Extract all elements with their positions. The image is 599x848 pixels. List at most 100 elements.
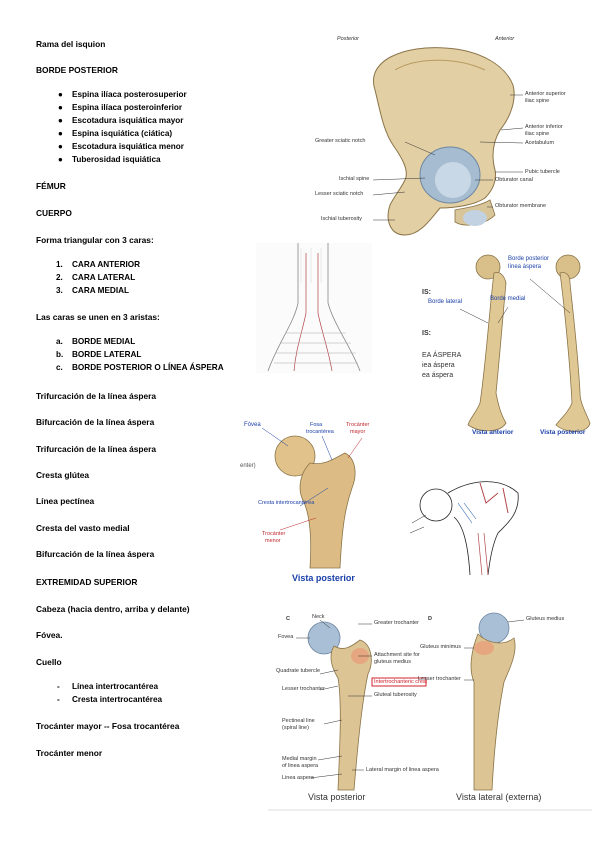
label-aiis-2: iliac spine: [525, 131, 550, 137]
list-item: CARA MEDIAL: [72, 286, 130, 295]
femur-borders-figure: IS: IS: EA ÁSPERA iea áspera ea áspera B…: [420, 243, 592, 439]
label-is-1: IS:: [422, 289, 431, 296]
label-ea-3: ea áspera: [422, 372, 454, 379]
label-acetabulum: Acetabulum: [525, 140, 555, 146]
dash-marker: -: [57, 682, 60, 691]
list-item: CARA ANTERIOR: [72, 260, 141, 269]
label-trocanter-mayor-2: mayor: [350, 429, 366, 435]
femur-views-figure: C D Neck Fovea Greater trochanter Attach…: [268, 612, 592, 812]
label-is-2: IS:: [422, 330, 431, 337]
femur-views-drawing: [268, 612, 592, 811]
text-trocanter-menor: Trocánter menor: [36, 748, 103, 758]
hip-bone-drawing: [372, 47, 524, 236]
label-fosa: Fosa: [310, 422, 323, 428]
label-ischial-tuberosity: Ischial tuberosity: [321, 216, 362, 222]
label-trocanter-mayor: Trocánter: [346, 422, 370, 428]
label-gluteal-tuberosity: Gluteal tuberosity: [374, 692, 417, 698]
label-borde-medial: Borde medial: [490, 296, 526, 302]
text-rama-isquion: Rama del isquion: [36, 39, 106, 49]
list-item: Espina ilíaca posterosuperior: [72, 90, 187, 99]
label-c: C: [286, 616, 290, 622]
label-linea-aspera: Linea aspera: [282, 775, 314, 781]
label-borde-posterior: Borde posterior: [508, 256, 550, 262]
label-asis-2: iliac spine: [525, 98, 550, 104]
list-item: Escotadura isquiática mayor: [72, 116, 184, 125]
label-medial-margin: Medial margin: [282, 756, 317, 762]
heading-cuerpo: CUERPO: [36, 208, 72, 218]
label-fosa-trocanterea: trocantérea: [306, 429, 334, 435]
text-fovea: Fóvea.: [36, 630, 63, 640]
text-cuello: Cuello: [36, 657, 62, 667]
list-marker: 2.: [56, 273, 63, 282]
text-cabeza: Cabeza (hacia dentro, arriba y delante): [36, 604, 190, 614]
list-marker: a.: [56, 337, 63, 346]
label-side-fragment: enter): [240, 463, 256, 469]
label-d: D: [428, 616, 432, 622]
hip-bone-figure: Posterior Anterior Anterior superior ili…: [305, 30, 593, 242]
label-trocanter-menor: Trocánter: [262, 531, 286, 537]
label-gluteus-minimus: Gluteus minimus: [420, 644, 461, 650]
label-pubic-tubercle: Pubic tubercle: [525, 169, 560, 175]
text-linea-pectinea: Línea pectínea: [36, 496, 95, 506]
label-fovea: Fóvea: [244, 422, 261, 428]
bullet-marker: ●: [58, 155, 63, 164]
label-lesser-trochanter-d: Lesser trochanter: [418, 676, 461, 682]
caption-vista-lateral-d: Vista lateral (externa): [456, 792, 542, 802]
label-lateral-margin: Lateral margin of linea aspera: [366, 767, 439, 773]
label-aiis: Anterior inferior: [525, 124, 563, 130]
caption-vista-posterior-c: Vista posterior: [308, 792, 366, 802]
label-attachment-2: gluteus medius: [374, 659, 411, 665]
label-ea-1: EA ÁSPERA: [422, 352, 462, 359]
text-cresta-vasto: Cresta del vasto medial: [36, 523, 130, 533]
label-anterior: Anterior: [495, 36, 515, 42]
heading-extremidad-superior: EXTREMIDAD SUPERIOR: [36, 577, 138, 587]
text-cresta-glutea: Cresta glútea: [36, 470, 90, 480]
list-item: Cresta intertrocantérea: [72, 695, 163, 704]
list-item: Línea intertrocantérea: [72, 682, 158, 691]
bullet-marker: ●: [58, 90, 63, 99]
heading-borde-posterior: BORDE POSTERIOR: [36, 65, 118, 75]
list-item: Espina isquiática (ciática): [72, 129, 173, 138]
text-trifurcacion-2: Trifurcación de la línea áspera: [36, 444, 157, 454]
label-intertrochanteric-crest: Intertrochanteric crest: [374, 679, 428, 685]
label-trocanter-menor-2: menor: [265, 538, 281, 544]
label-greater-sciatic-notch: Greater sciatic notch: [315, 138, 366, 144]
heading-femur: FÉMUR: [36, 181, 66, 191]
text-bifurcacion-1: Bifurcación de la línea áspera: [36, 417, 155, 427]
bullet-marker: ●: [58, 129, 63, 138]
label-cresta-intertrocanterea: Cresta intertrocantérea: [258, 500, 315, 506]
bullet-marker: ●: [58, 116, 63, 125]
proximal-femur-sketch-drawing: [409, 481, 519, 575]
list-item: Tuberosidad isquiática: [72, 155, 161, 164]
caption-vista-posterior: Vista posterior: [540, 429, 586, 436]
label-obturator-membrane: Obturator membrane: [495, 203, 547, 209]
label-medial-margin-2: of linea aspera: [282, 763, 319, 769]
text-forma-triangular: Forma triangular con 3 caras:: [36, 235, 154, 245]
text-caras-aristas: Las caras se unen en 3 aristas:: [36, 312, 160, 322]
caption-vista-anterior: Vista anterior: [472, 429, 514, 436]
linea-aspera-drawing: [256, 243, 372, 373]
proximal-femur-drawing: [261, 427, 363, 569]
list-marker: 1.: [56, 260, 63, 269]
label-gluteus-medius: Gluteus medius: [526, 616, 565, 622]
text-trifurcacion-1: Trifurcación de la línea áspera: [36, 391, 157, 401]
label-lesser-trochanter: Lesser trochanter: [282, 686, 325, 692]
label-linea-aspera: línea áspera: [508, 264, 542, 270]
list-marker: 3.: [56, 286, 63, 295]
label-attachment: Attachment site for: [374, 652, 420, 658]
label-quadrate-tubercle: Quadrate tubercle: [276, 668, 321, 674]
text-trocanter-mayor: Trocánter mayor -- Fosa trocantérea: [36, 721, 180, 731]
list-item: BORDE MEDIAL: [72, 337, 136, 346]
list-marker: c.: [56, 363, 63, 372]
label-fovea-en: Fovea: [278, 634, 294, 640]
femur-pair-drawing: [459, 254, 591, 432]
label-pectineal-line: Pectineal line: [282, 718, 315, 724]
text-bifurcacion-2: Bifurcación de la línea áspera: [36, 549, 155, 559]
bullet-marker: ●: [58, 142, 63, 151]
label-ea-2: iea áspera: [422, 362, 455, 369]
label-greater-trochanter: Greater trochanter: [374, 620, 419, 626]
bullet-marker: ●: [58, 103, 63, 112]
label-neck: Neck: [312, 614, 325, 620]
list-item: BORDE LATERAL: [72, 350, 142, 359]
label-obturator-canal: Obturator canal: [495, 177, 533, 183]
